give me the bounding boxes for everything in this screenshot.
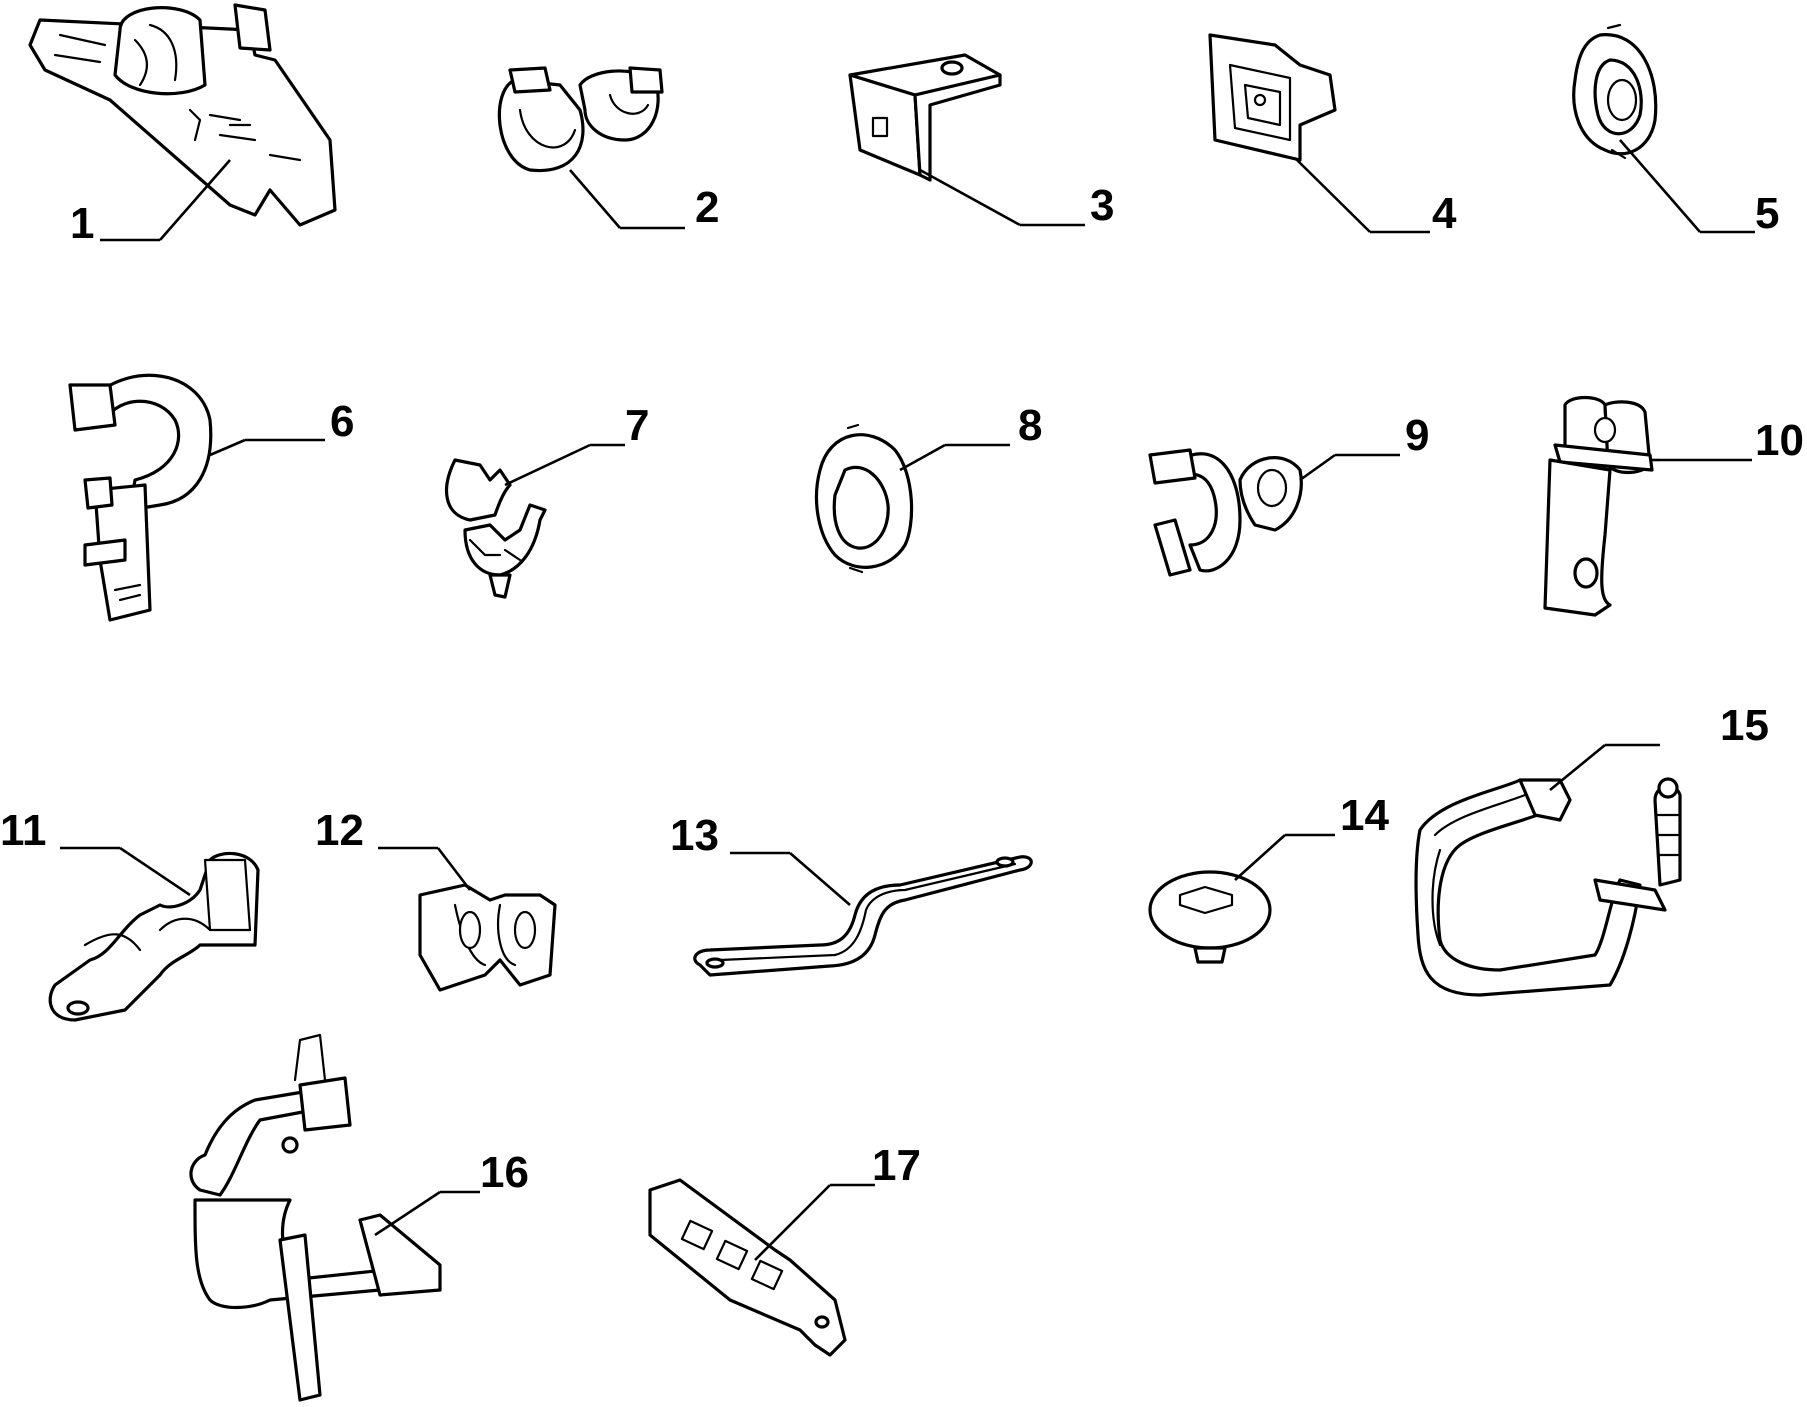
leader-15-diagonal	[1549, 743, 1606, 792]
leader-7-diagonal	[504, 443, 591, 487]
leader-3-diagonal	[919, 168, 1021, 227]
leader-1-diagonal	[159, 159, 231, 241]
leader-16-diagonal	[374, 1190, 441, 1237]
part-12-drawing	[418, 883, 557, 992]
part-16-drawing	[189, 1033, 442, 1402]
label-10: 10	[1755, 416, 1804, 465]
part-2-drawing	[497, 66, 664, 173]
label-2: 2	[695, 183, 719, 232]
label-13: 13	[670, 811, 719, 860]
part-4-drawing	[1208, 33, 1337, 162]
leader-8-diagonal	[899, 443, 946, 472]
part-9-drawing	[1148, 448, 1303, 577]
part-5-drawing	[1572, 23, 1658, 160]
leader-14-diagonal	[1234, 834, 1286, 881]
label-4: 4	[1432, 189, 1457, 238]
part-8-drawing	[814, 423, 914, 574]
label-7: 7	[625, 401, 649, 450]
leader-12-diagonal	[436, 847, 472, 891]
leader-13-diagonal	[789, 852, 851, 906]
label-5: 5	[1755, 189, 1779, 238]
leader-4-diagonal	[1294, 157, 1371, 233]
part-3-drawing	[848, 53, 1002, 182]
leader-17-diagonal	[754, 1184, 831, 1261]
part-14-drawing	[1148, 870, 1272, 964]
label-6: 6	[330, 397, 354, 446]
label-9: 9	[1405, 411, 1429, 460]
label-11: 11	[0, 806, 47, 855]
part-15-drawing	[1414, 777, 1682, 997]
part-1-drawing	[28, 3, 337, 227]
label-1: 1	[70, 199, 94, 248]
label-15: 15	[1720, 701, 1769, 750]
label-8: 8	[1018, 401, 1042, 450]
label-12: 12	[315, 806, 364, 855]
leader-9-diagonal	[1299, 453, 1336, 482]
leader-5-diagonal	[1619, 139, 1701, 233]
label-3: 3	[1090, 181, 1114, 230]
label-17: 17	[872, 1141, 921, 1190]
leader-11-diagonal	[119, 846, 191, 897]
part-13-drawing	[693, 855, 1033, 977]
part-7-drawing	[445, 458, 547, 599]
part-11-drawing	[48, 851, 260, 1022]
label-16: 16	[480, 1148, 529, 1197]
part-10-drawing	[1543, 395, 1654, 617]
leader-2-diagonal	[569, 169, 621, 229]
part-17-drawing	[648, 1178, 847, 1357]
part-6-drawing	[68, 373, 213, 622]
label-14: 14	[1340, 791, 1389, 840]
leader-6-diagonal	[209, 438, 246, 457]
